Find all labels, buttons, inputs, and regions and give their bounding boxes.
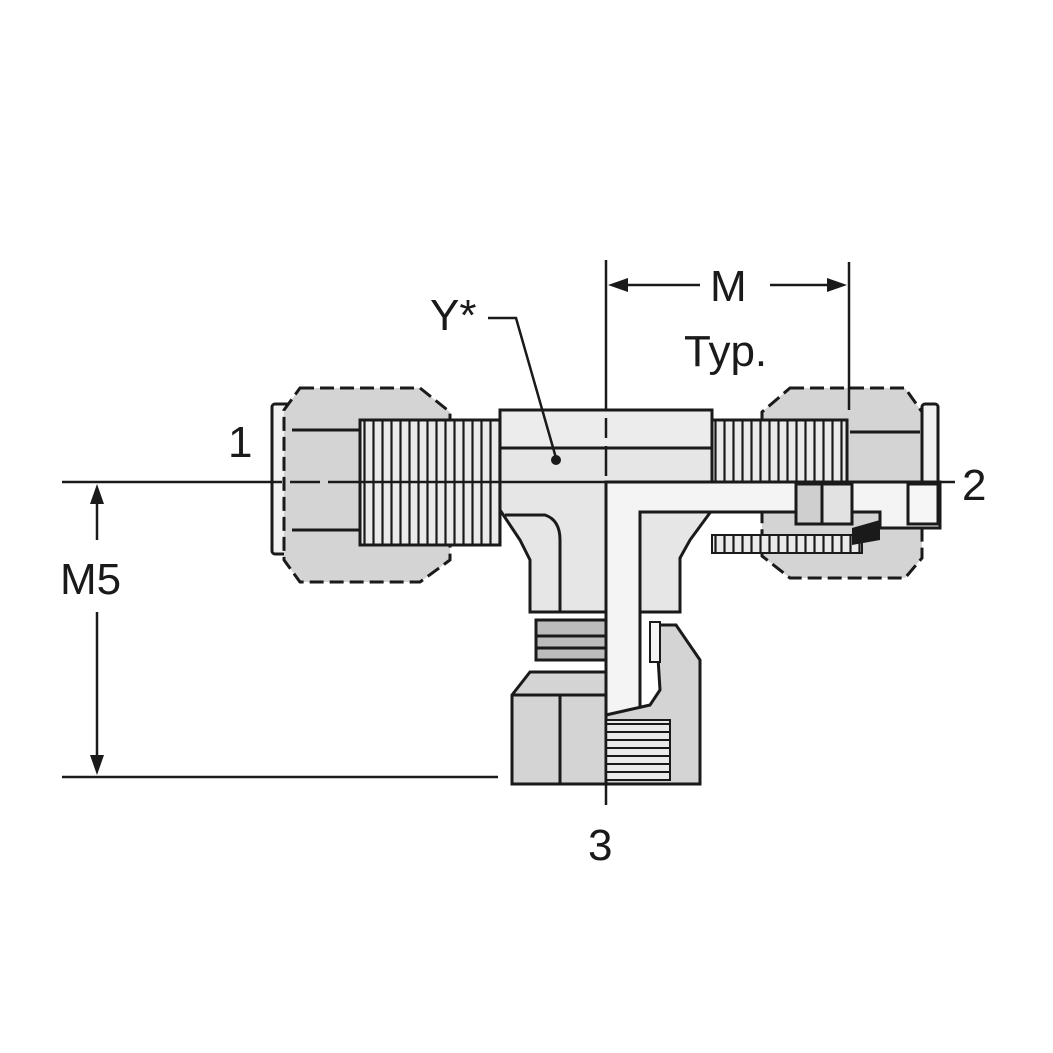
port-1-label: 1: [228, 418, 252, 467]
centerlines: [62, 260, 955, 805]
ref-y-label: Y*: [430, 291, 476, 340]
port-2-label: 2: [962, 461, 986, 510]
cutaway-bore: [604, 480, 942, 722]
swivel-nut: [510, 618, 702, 786]
dim-m5-label: M5: [60, 555, 121, 604]
port-3-label: 3: [588, 821, 612, 870]
dim-m-label: M: [710, 262, 747, 311]
dimension-m: [608, 278, 847, 292]
y-leader: [488, 316, 561, 465]
dimension-m5: [62, 484, 498, 779]
dim-typ-label: Typ.: [684, 327, 767, 376]
